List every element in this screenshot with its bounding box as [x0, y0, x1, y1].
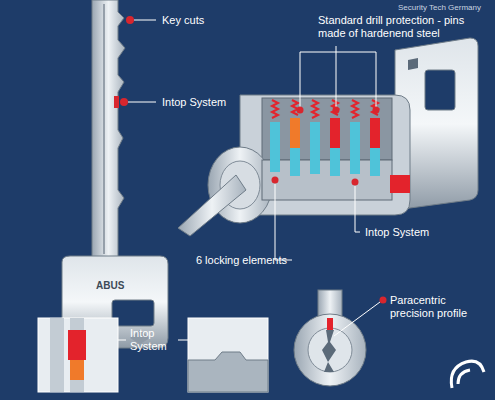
brand-note: Security Tech Germany	[398, 3, 481, 13]
profile-view	[294, 290, 387, 386]
key	[62, 0, 168, 348]
key-brand: ABUS	[96, 280, 124, 292]
part-label: Intop System	[162, 96, 226, 109]
part-label: Paracentric precision profile	[390, 294, 485, 320]
logo-mark	[451, 361, 484, 388]
part-label: Intop System	[130, 327, 176, 353]
part-label: Standard drill protection - pins made of…	[318, 14, 468, 40]
part-label: Intop System	[365, 226, 429, 239]
intop-insets	[38, 318, 268, 392]
pins	[270, 100, 380, 176]
part-label: Key cuts	[162, 14, 204, 27]
cylinder	[178, 38, 478, 260]
part-label: 6 locking elements	[196, 254, 287, 267]
